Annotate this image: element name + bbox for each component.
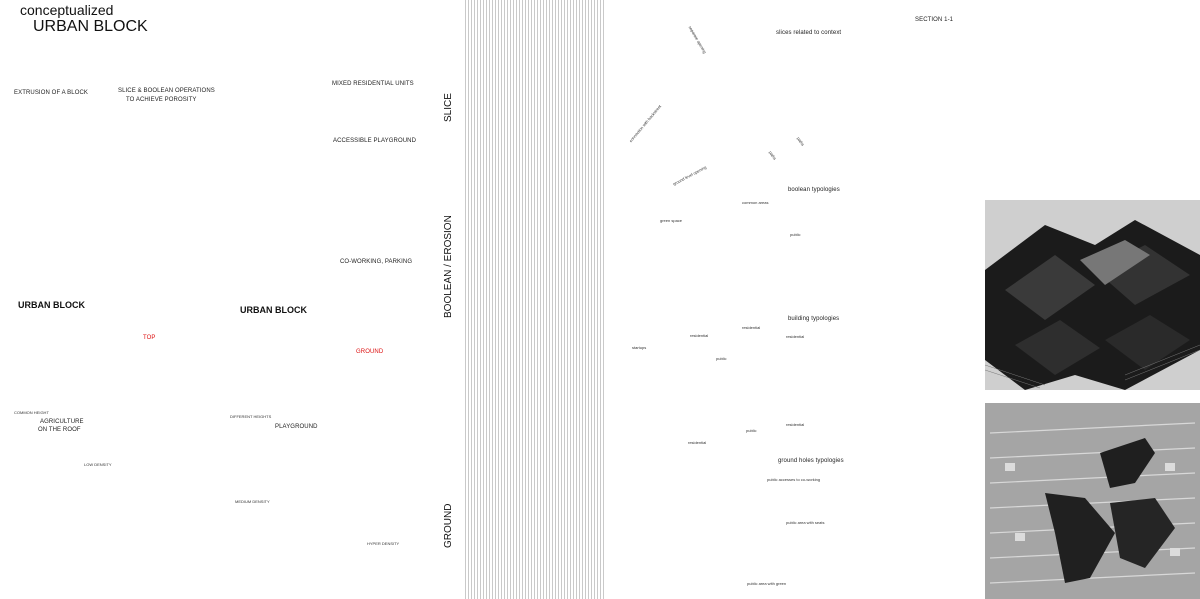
ground-label: GROUND <box>356 349 384 355</box>
urban-block-b-title: URBAN BLOCK <box>240 305 307 315</box>
holes-2: public area with seats <box>786 520 825 525</box>
urban-block-a-title: URBAN BLOCK <box>18 300 85 310</box>
bt-res-1: residential <box>690 333 709 338</box>
bt-public-2: public <box>746 428 757 433</box>
vertical-boolean: BOOLEAN / EROSION <box>443 215 454 318</box>
model-photo-1 <box>985 200 1200 390</box>
label-extrusion: EXTRUSION OF A BLOCK <box>14 90 89 96</box>
holes-1: public accesses to co-working <box>767 477 821 482</box>
context-ground-level: ground level opening <box>672 164 708 187</box>
bt-res-2: residential <box>742 325 761 330</box>
context-paths-2: paths <box>767 150 778 161</box>
context-separate: separate opening <box>687 25 708 55</box>
legend-b: DIFFERENT HEIGHTS <box>230 414 272 419</box>
label-slice-1: SLICE & BOOLEAN OPERATIONS <box>118 88 215 94</box>
playground-label: PLAYGROUND <box>275 424 318 430</box>
density-hyper-label: HYPER DENSITY <box>367 541 400 546</box>
bt-res-4: residential <box>786 422 805 427</box>
label-playground: ACCESSIBLE PLAYGROUND <box>333 138 417 144</box>
boolean-public: public <box>790 232 801 237</box>
vertical-slice: SLICE <box>443 93 454 122</box>
boolean-common: common areas <box>742 200 769 205</box>
label-slice-2: TO ACHIEVE POROSITY <box>126 97 197 103</box>
section-title: SECTION 1-1 <box>915 17 954 23</box>
agri-line2: ON THE ROOF <box>38 427 81 433</box>
label-mixed: MIXED RESIDENTIAL UNITS <box>332 81 414 87</box>
context-title: slices related to context <box>776 30 842 36</box>
density-medium-label: MEDIUM DENSITY <box>235 499 270 504</box>
page-title: URBAN BLOCK <box>33 18 148 35</box>
bt-res-3: residential <box>786 334 805 339</box>
boolean-green: green space <box>660 218 683 223</box>
holes-3: public area with green <box>747 581 787 586</box>
subtitle: conceptualized <box>20 2 114 18</box>
agri-line1: AGRICULTURE <box>40 419 84 425</box>
context-paths-1: paths <box>795 136 806 147</box>
top-label: TOP <box>143 335 156 341</box>
density-low-label: LOW DENSITY <box>84 462 112 467</box>
bt-res-5: residential <box>688 440 707 445</box>
building-types-title: building typologies <box>788 316 840 322</box>
vertical-ground: GROUND <box>443 503 454 548</box>
boolean-types-title: boolean typologies <box>788 187 840 193</box>
holes-title: ground holes typologies <box>778 458 844 464</box>
label-coworking: CO-WORKING, PARKING <box>340 259 413 265</box>
context-connection: connection with backstreet <box>628 103 663 144</box>
legend-a: COMMON HEIGHT <box>14 410 49 415</box>
model-photo-2 <box>985 403 1200 599</box>
bt-startups: startups <box>632 345 647 350</box>
